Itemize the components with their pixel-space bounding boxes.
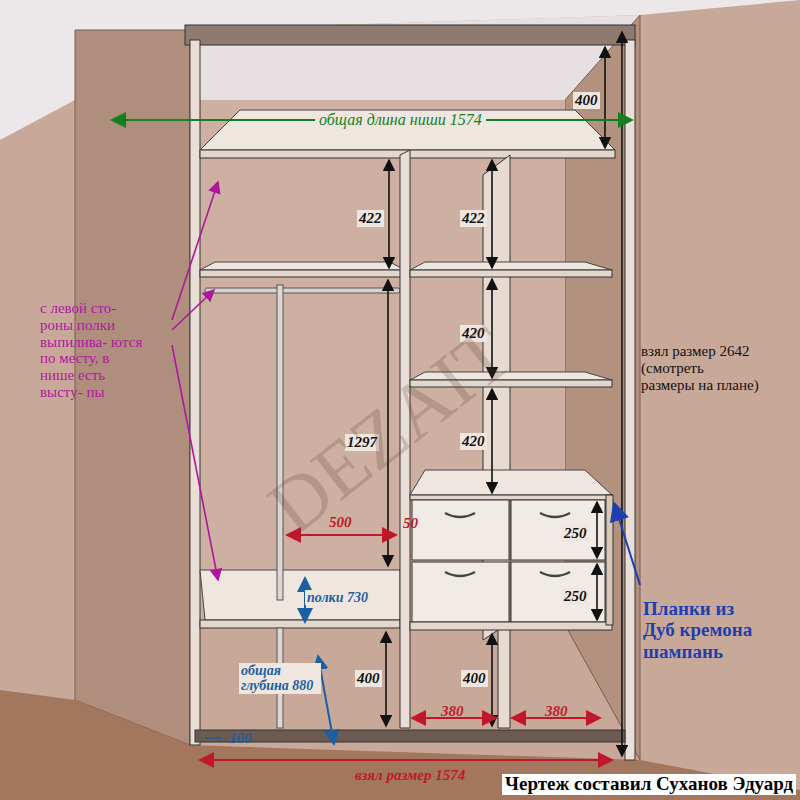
dimension-label: 422 <box>460 210 487 227</box>
dimension-label: 100 <box>227 730 254 747</box>
dimension-label: 380 <box>439 703 466 720</box>
niche-length-label: общая длина ниши 1574 <box>315 111 486 129</box>
note-text: взял размер 2642 (смотреть размеры на пл… <box>641 343 759 393</box>
dimension-label: 250 <box>562 525 589 542</box>
dimension-label: 250 <box>562 588 589 605</box>
dimension-label: 400 <box>461 670 488 687</box>
dimension-label: 400 <box>355 670 382 687</box>
dimension-label: 420 <box>460 433 487 450</box>
author-caption: Чертеж составил Суханов Эдуард <box>502 774 796 795</box>
depth-label: общая глубина 880 <box>239 663 321 694</box>
dimension-label: взял размер 1574 <box>353 767 467 784</box>
dimension-label: 422 <box>357 210 384 227</box>
dimension-label: 400 <box>573 92 600 109</box>
dimension-label: 380 <box>543 703 570 720</box>
dimension-label: 50 <box>401 515 420 532</box>
shelf-depth-label: полки 730 <box>305 590 379 605</box>
note-text: с левой сто- роны полки выпилива- ются п… <box>40 300 144 401</box>
material-callout: Планки из Дуб кремона шампань <box>643 598 768 662</box>
